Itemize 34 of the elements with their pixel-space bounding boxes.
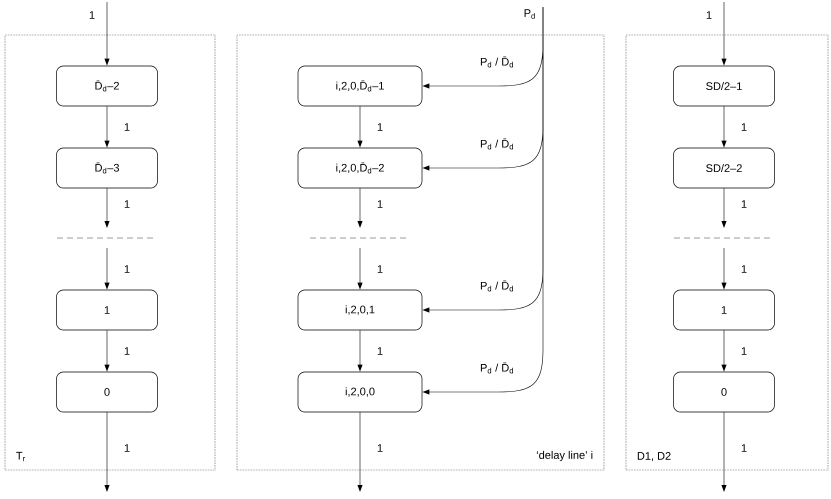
- state-box: 0: [673, 372, 775, 412]
- edge-label: 1: [122, 443, 132, 453]
- state-box: i,2,0,1: [298, 290, 422, 330]
- edge-label: 1: [740, 264, 748, 274]
- edge-label: 1: [122, 346, 132, 356]
- edge-label: 1: [740, 443, 748, 453]
- state-box: SD/2–2: [673, 148, 775, 188]
- state-box: 1: [56, 290, 158, 330]
- edge-label: 1: [376, 122, 384, 132]
- edge-label: 1: [704, 10, 714, 20]
- edge-label: 1: [122, 264, 132, 274]
- edge-label: 1: [122, 199, 132, 209]
- input-label: P$_{d}$: [524, 9, 535, 19]
- state-box: i,2,0,D̄$_{d}$–2: [298, 148, 422, 188]
- edge-label: 1: [122, 122, 132, 132]
- state-box: 1: [673, 290, 775, 330]
- edge-label: P$_{d}$ / D̄$_{d}$: [479, 138, 515, 150]
- state-box: SD/2–1: [673, 66, 775, 106]
- edge-label: 1: [740, 122, 748, 132]
- edge-label: 1: [376, 346, 384, 356]
- edge-label: 1: [740, 199, 748, 209]
- state-box: D̄$_{d}$–2: [56, 66, 158, 106]
- state-box: i,2,0,0: [298, 372, 422, 412]
- edge-label: 1: [376, 264, 384, 274]
- edge-label: P$_{d}$ / D̄$_{d}$: [479, 362, 515, 374]
- edge-label: P$_{d}$ / D̄$_{d}$: [479, 56, 515, 68]
- edge-label: 1: [376, 443, 384, 453]
- edge-label: 1: [376, 199, 384, 209]
- edge-label: 1: [88, 10, 96, 20]
- state-box: i,2,0,D̄$_{d}$–1: [298, 66, 422, 106]
- state-box: 0: [56, 372, 158, 412]
- state-box: D̄$_{d}$–3: [56, 148, 158, 188]
- edge-label: P$_{d}$ / D̄$_{d}$: [479, 280, 515, 292]
- edge-label: 1: [740, 346, 748, 356]
